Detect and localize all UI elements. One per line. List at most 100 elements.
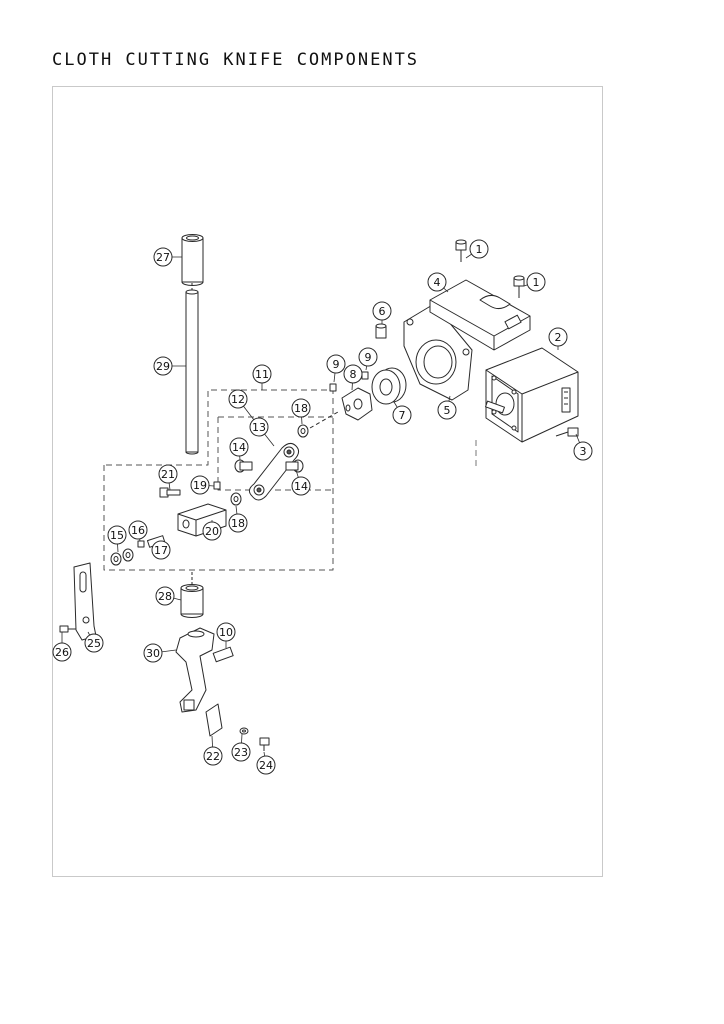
callout-circle [153,356,173,376]
callout-13: 13 [249,417,269,437]
callout-circle [231,742,251,762]
callout-circle [372,301,392,321]
callout-circle [229,437,249,457]
callout-27: 27 [153,247,173,267]
callout-label: 8 [350,368,357,381]
callout-label: 14 [232,441,246,454]
callout-14: 14 [229,437,249,457]
callout-circle [228,513,248,533]
callout-20: 20 [202,521,222,541]
callout-label: 4 [434,276,441,289]
callout-circle [155,586,175,606]
callout-label: 25 [87,637,101,650]
part-8-crank [341,387,373,421]
callout-circle [249,417,269,437]
part-22-plate [205,703,223,737]
callout-6: 6 [372,301,392,321]
callout-circle [190,475,210,495]
callout-circle [203,746,223,766]
callout-circle [228,389,248,409]
callout-label: 14 [294,480,308,493]
part-6-screw [375,323,387,339]
part-16-pin [137,540,145,548]
callout-23: 23 [231,742,251,762]
callout-label: 21 [161,468,175,481]
part-26-screw [59,625,76,633]
callout-circle [128,520,148,540]
callout-4: 4 [427,272,447,292]
callout-label: 27 [156,251,170,264]
part-28-bushing [180,584,204,618]
callout-2: 2 [548,327,568,347]
callout-circle [291,398,311,418]
callout-circle [427,272,447,292]
callout-19: 19 [190,475,210,495]
part-10-screw [212,646,234,663]
callout-circle [469,239,489,259]
callout-label: 9 [365,351,372,364]
callout-circle [343,364,363,384]
callout-circle [392,405,412,425]
callout-label: 2 [555,331,562,344]
callout-label: 18 [231,517,245,530]
callout-26: 26 [52,642,72,662]
callout-label: 12 [231,393,245,406]
callout-label: 30 [146,647,160,660]
callout-circle [107,525,127,545]
part-1-screw-a [455,239,467,262]
part-4-cover [429,279,531,351]
callout-label: 24 [259,759,273,772]
part-13-link [248,442,300,501]
callout-5: 5 [437,400,457,420]
callout-label: 1 [533,276,540,289]
callout-24: 24 [256,755,276,775]
callout-label: 9 [333,358,340,371]
callout-10: 10 [216,622,236,642]
callout-label: 20 [205,525,219,538]
callout-29: 29 [153,356,173,376]
part-3-screw [555,427,579,437]
callout-12: 12 [228,389,248,409]
callout-circle [291,476,311,496]
callout-circle [358,347,378,367]
callout-22: 22 [203,746,223,766]
part-9-setscrew-b [361,371,369,380]
callout-circle [256,755,276,775]
callout-circle [151,540,171,560]
callout-circle [573,441,593,461]
part-14-pin-a [234,459,253,473]
callout-label: 6 [379,305,386,318]
diagram-frame [52,86,603,877]
page-title: CLOTH CUTTING KNIFE COMPONENTS [52,50,420,70]
callout-label: 11 [255,368,269,381]
callout-14: 14 [291,476,311,496]
callout-label: 22 [206,750,220,763]
callout-circle [437,400,457,420]
callout-28: 28 [155,586,175,606]
callout-circle [252,364,272,384]
callout-circle [548,327,568,347]
part-1-screw-b [513,275,525,298]
callout-18: 18 [228,513,248,533]
part-20-setscrew [213,481,221,490]
callout-9: 9 [358,347,378,367]
part-23-washer [239,727,249,735]
callout-16: 16 [128,520,148,540]
callout-label: 18 [294,402,308,415]
callout-label: 3 [580,445,587,458]
callout-9: 9 [326,354,346,374]
callout-label: 7 [399,409,406,422]
callout-label: 23 [234,746,248,759]
callout-21: 21 [158,464,178,484]
callout-label: 17 [154,544,168,557]
part-14-pin-b [285,459,304,473]
callout-label: 28 [158,590,172,603]
callout-circle [216,622,236,642]
part-5-bracket [403,303,473,401]
callout-circle [84,633,104,653]
part-25-arm [73,562,97,641]
callout-circle [52,642,72,662]
part-18-washer-lower [230,492,242,506]
callout-circle [158,464,178,484]
callout-30: 30 [143,643,163,663]
